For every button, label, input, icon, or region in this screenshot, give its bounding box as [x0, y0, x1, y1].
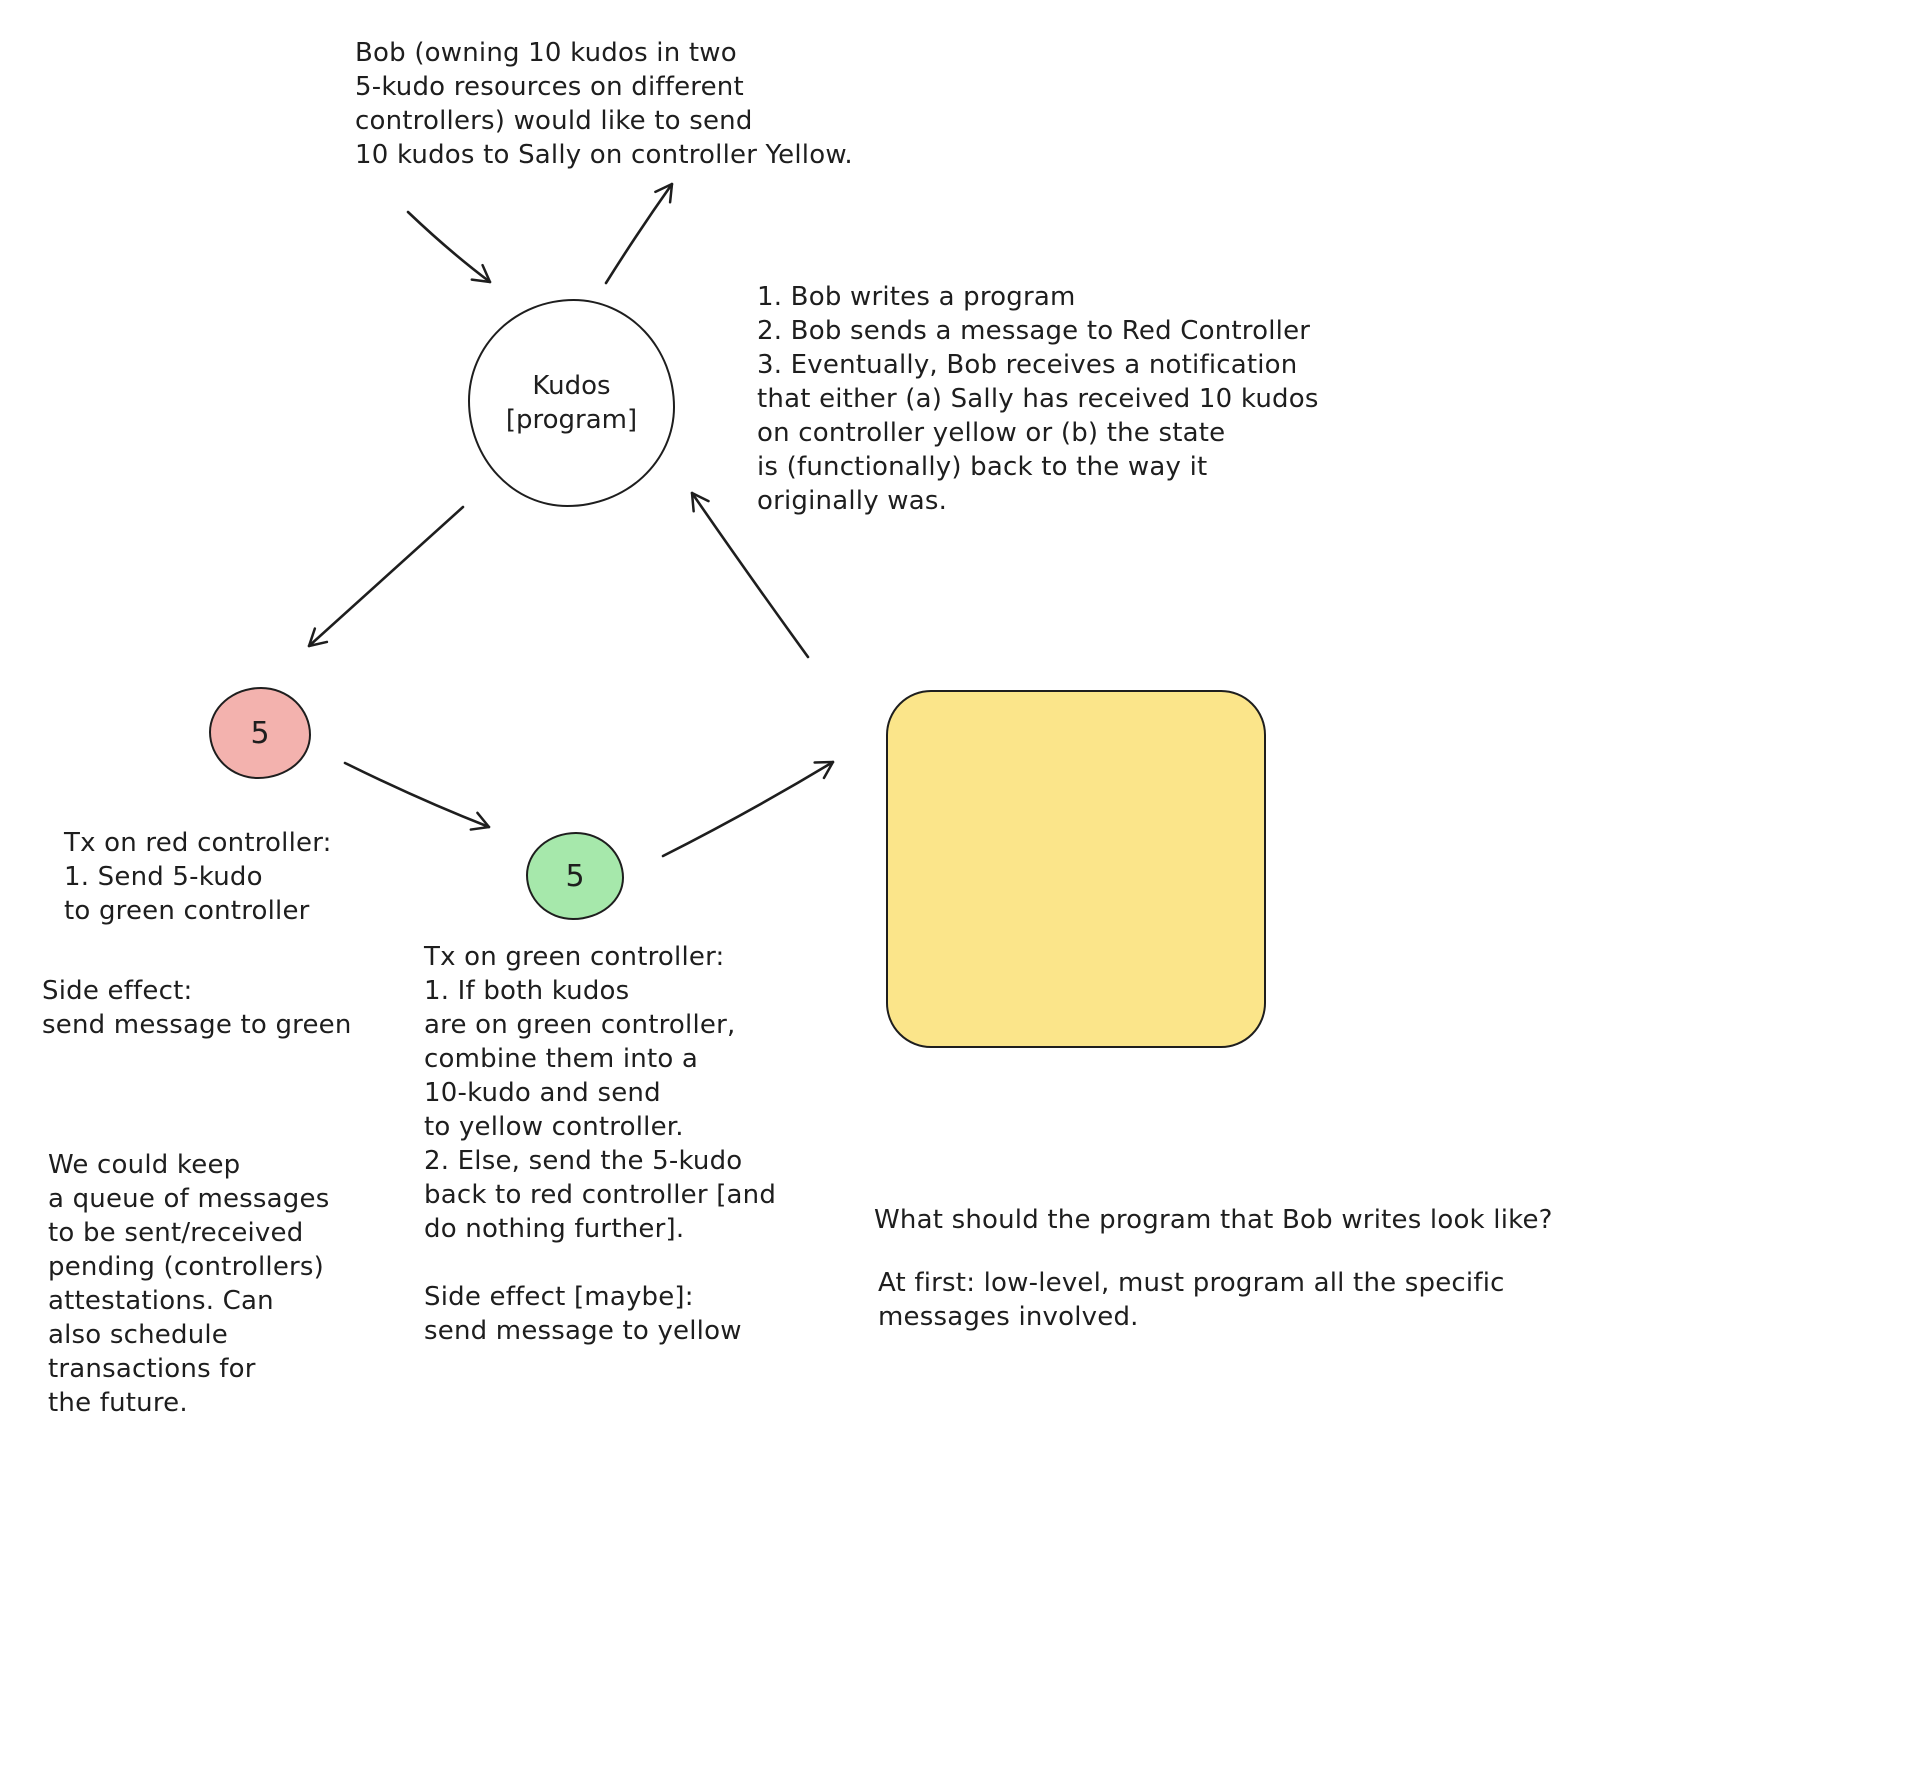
- kudos-program-label: Kudos [program]: [505, 371, 638, 435]
- arrow-goal-to-program: [406, 210, 492, 284]
- note-message-queue: We could keep a queue of messages to be …: [48, 1150, 330, 1418]
- arrow-program-to-goal: [604, 182, 674, 285]
- node-red-kudo: 5: [209, 687, 311, 779]
- note-flow-steps: 1. Bob writes a program 2. Bob sends a m…: [757, 282, 1319, 516]
- arrow-green-to-yellow: [661, 760, 835, 858]
- node-kudos-program: Kudos [program]: [468, 299, 675, 507]
- red-kudo-value: 5: [250, 715, 270, 751]
- node-green-kudo: 5: [526, 832, 624, 920]
- note-tx-red-controller: Tx on red controller: 1. Send 5-kudo to …: [64, 828, 332, 926]
- green-kudo-value: 5: [565, 858, 585, 894]
- note-bob-goal: Bob (owning 10 kudos in two 5-kudo resou…: [355, 38, 853, 170]
- arrow-red-to-green: [343, 761, 491, 831]
- note-program-question: What should the program that Bob writes …: [874, 1205, 1553, 1235]
- note-tx-green-controller: Tx on green controller: 1. If both kudos…: [424, 942, 777, 1244]
- note-side-effect-green: Side effect [maybe]: send message to yel…: [424, 1282, 742, 1346]
- arrow-program-to-red: [307, 505, 465, 648]
- note-side-effect-red: Side effect: send message to green: [42, 976, 352, 1040]
- note-low-level-answer: At first: low-level, must program all th…: [878, 1268, 1505, 1332]
- node-yellow-controller: [886, 690, 1266, 1048]
